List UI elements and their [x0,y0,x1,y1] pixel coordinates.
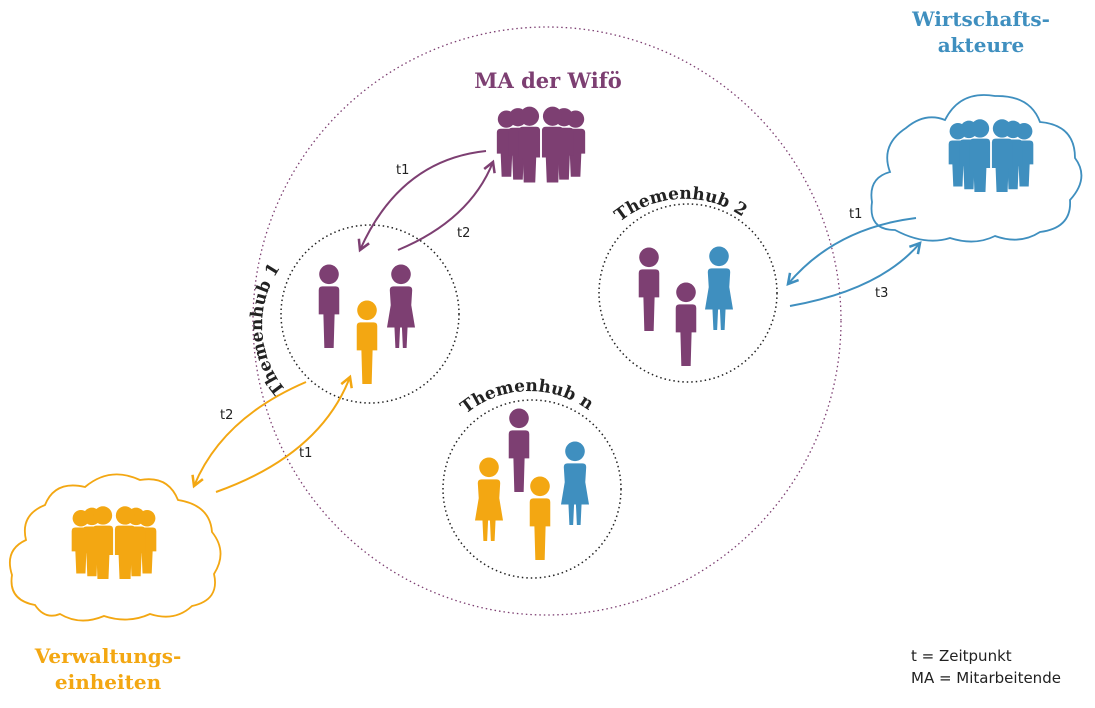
hub1-man-purple-icon [318,264,340,348]
wirt-arrow-label-t3: t3 [875,286,888,301]
hub1-man-orange-icon [356,300,378,384]
legend-line-mitarbeitende: MA = Mitarbeitende [911,669,1061,687]
hubn-circle [442,399,622,579]
verwaltung-label-line2: einheiten [55,670,162,694]
hub2-label: Themenhub 2 [611,184,751,226]
wifo-hub1-arrow-t2 [397,159,496,251]
wirt-hub2-arrow-t3 [789,241,922,307]
wirt-arrow-label-t1: t1 [849,207,862,222]
verw-arrow-label-t2: t2 [220,408,233,423]
wifo-hub1-arrow-t1 [357,150,487,253]
hub1-woman-purple-icon [387,264,415,348]
verw-hub1-arrow-t1 [215,374,353,493]
ma-wifo-crowd-icon [496,106,586,183]
wifo-arrow-label-t2: t2 [457,226,470,241]
ma-wifo-label: MA der Wifö [474,68,622,93]
verw-hub1-arrow-t2 [191,381,307,489]
wirtschaft-label-line1: Wirtschafts- [911,7,1050,31]
hub2-circle [598,203,778,383]
legend-line-zeitpunkt: t = Zeitpunkt [911,647,1012,665]
hub2-man-purple2-icon [675,282,697,366]
hubn-woman-orange-icon [475,457,503,541]
wirt-hub2-arrow-t1 [786,217,917,286]
hub1-label: Themenhub 1 [247,260,290,399]
verw-arrow-label-t1: t1 [299,446,312,461]
hubn-man-purple-icon [508,408,530,492]
verwaltung-label-line1: Verwaltungs- [34,644,182,668]
outer-circle [252,26,842,616]
hub2-woman-blue-icon [705,246,733,330]
wifo-arrow-label-t1: t1 [396,163,409,178]
wirtschaft-label-line2: akteure [938,33,1025,57]
hub1-circle [280,224,460,404]
legend: t = Zeitpunkt MA = Mitarbeitende [911,645,1061,689]
hubn-man-orange-icon [529,476,551,560]
hub2-man-purple-icon [638,247,660,331]
hubn-woman-blue-icon [561,441,589,525]
